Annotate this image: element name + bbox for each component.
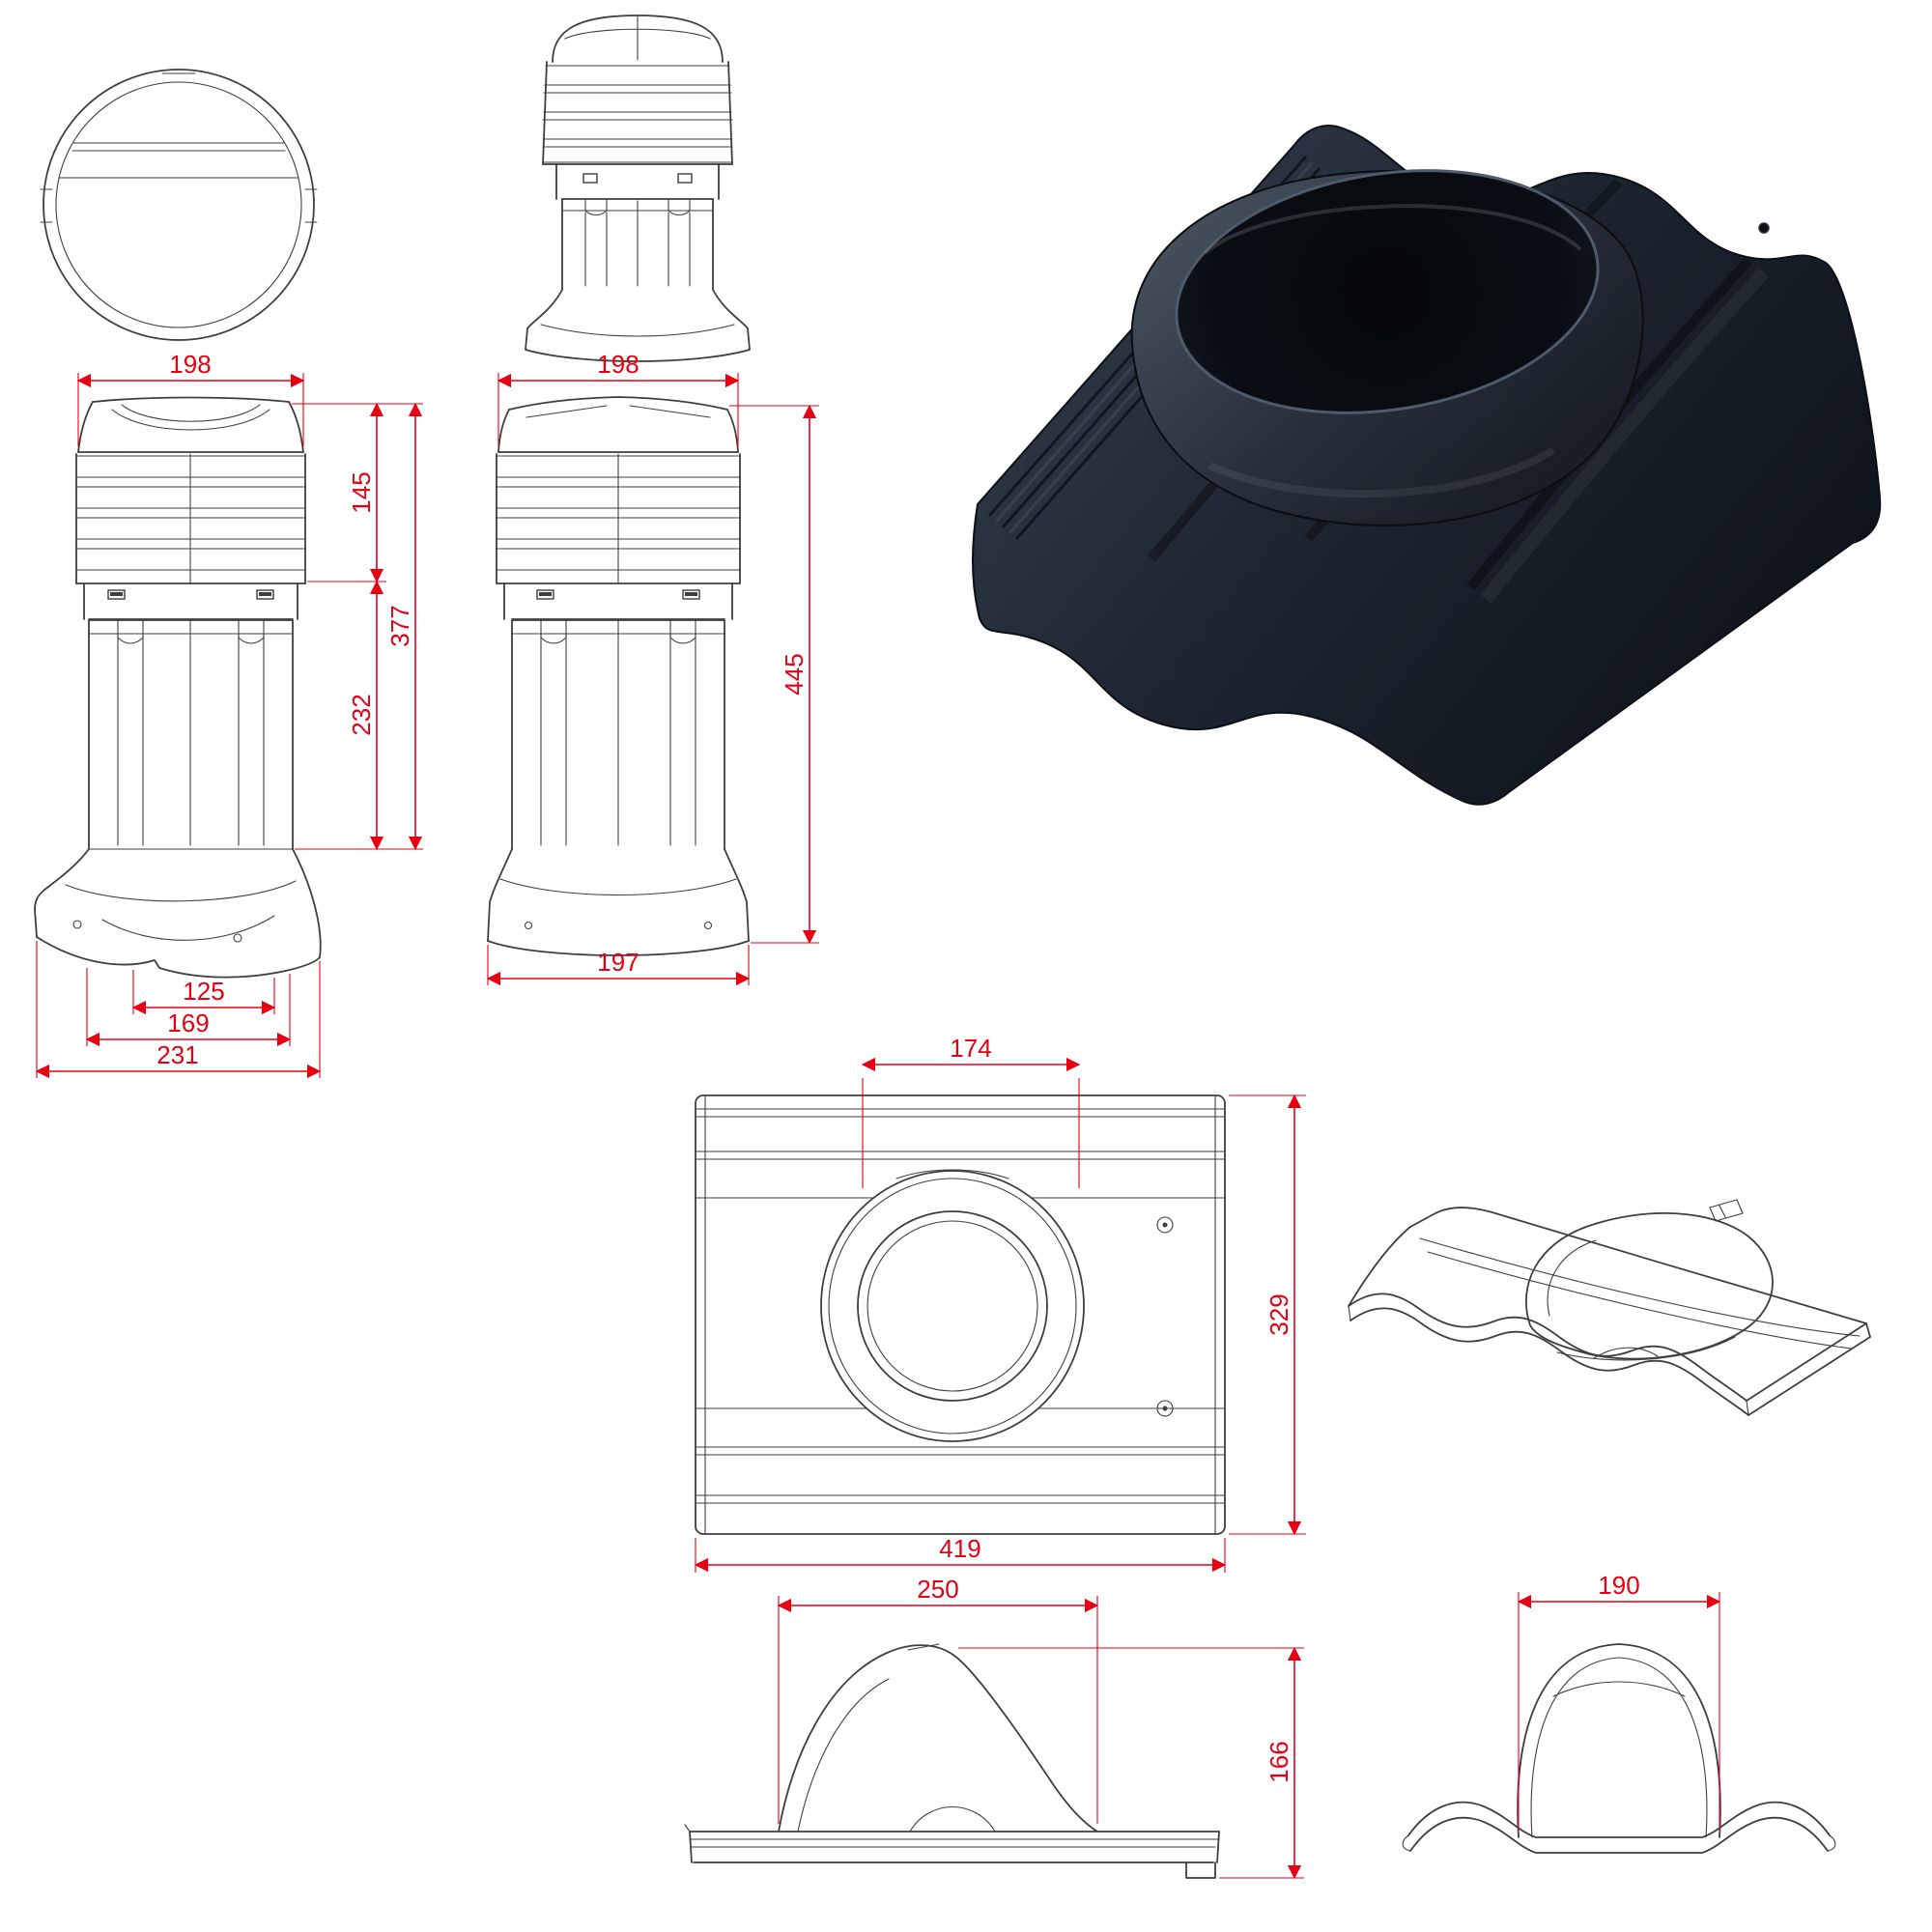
dim-vent-front-base-mid: 169 xyxy=(167,1009,209,1037)
dim-plate-side-height: 166 xyxy=(1264,1741,1293,1782)
dim-plate-hole-width: 174 xyxy=(950,1034,991,1063)
plate-side-view: 250 166 xyxy=(684,1575,1304,1880)
dim-plate-side-dome-width: 250 xyxy=(917,1575,958,1604)
plate-front-dome xyxy=(1517,1643,1721,1838)
plate-top-dimensions: 174 329 419 xyxy=(694,1034,1306,1573)
dim-plate-width: 419 xyxy=(939,1534,980,1563)
dim-vent-front-total-height: 377 xyxy=(385,605,414,646)
dim-vent-front-base-outer: 231 xyxy=(156,1040,198,1069)
vent-front-dimensions: 198 145 232 377 125 169 231 xyxy=(35,350,423,1079)
dim-vent-front-base-inner: 125 xyxy=(183,977,224,1006)
plate-hole-circle xyxy=(857,1210,1048,1402)
dim-vent-side-width: 198 xyxy=(597,350,639,379)
dim-vent-front-body-height: 232 xyxy=(347,694,376,735)
dim-plate-front-dome-width: 190 xyxy=(1598,1571,1639,1600)
tile-iso-dome xyxy=(1525,1211,1774,1360)
tile-3d-hole xyxy=(1175,169,1600,414)
dim-vent-front-width: 198 xyxy=(169,350,211,379)
vent-side-dimensions: 198 445 197 xyxy=(486,350,819,986)
dim-vent-side-height: 445 xyxy=(780,653,809,695)
tile-3d-nub xyxy=(1758,222,1770,234)
plate-front-view: 190 xyxy=(1402,1571,1836,1854)
dim-vent-front-upper-height: 145 xyxy=(347,471,376,513)
vent-iso-view xyxy=(525,14,751,362)
vent-side-view: 198 445 197 xyxy=(486,350,819,986)
dim-vent-side-base-width: 197 xyxy=(597,948,639,977)
dim-plate-depth: 329 xyxy=(1264,1293,1293,1335)
plate-screw-top xyxy=(1156,1216,1174,1234)
vent-front-view: 198 145 232 377 125 169 231 xyxy=(34,350,423,1079)
plate-side-dimensions: 250 166 xyxy=(777,1575,1304,1880)
tile-iso-view xyxy=(1348,1199,1871,1416)
vent-top-view xyxy=(40,69,318,341)
plate-side-dome xyxy=(778,1644,1098,1833)
tile-3d-render xyxy=(972,125,1882,806)
plate-top-view: 174 329 419 xyxy=(694,1034,1306,1573)
plate-front-dimensions: 190 xyxy=(1517,1571,1721,1830)
plate-screw-bottom xyxy=(1156,1400,1174,1417)
